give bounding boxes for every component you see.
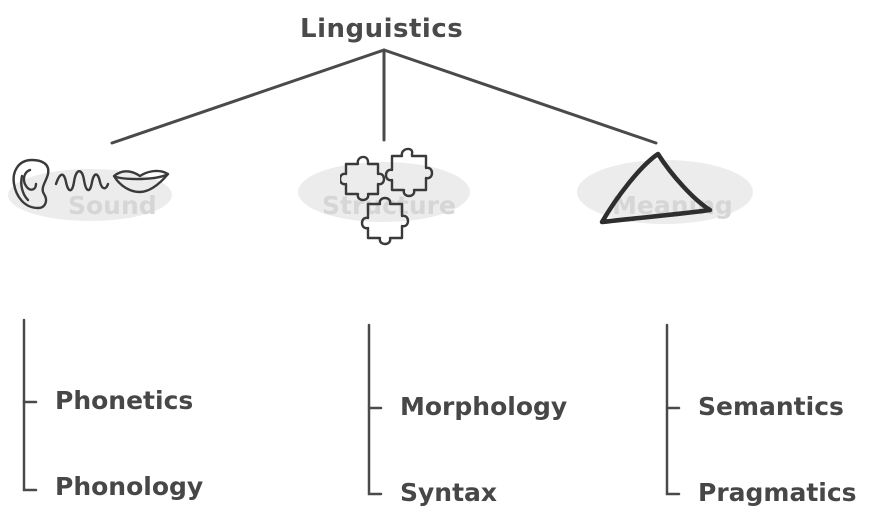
branch-line-sound <box>110 48 386 145</box>
leaf-pragmatics: Pragmatics <box>698 478 857 507</box>
bracket-structure <box>367 323 383 496</box>
diagram-title: Linguistics <box>300 14 464 44</box>
leaf-syntax: Syntax <box>400 478 498 507</box>
sound-blob <box>8 169 172 221</box>
bracket-sound <box>22 318 38 492</box>
leaf-phonology: Phonology <box>55 472 204 501</box>
leaf-morphology: Morphology <box>400 392 568 421</box>
category-label-structure: Structure <box>322 191 456 220</box>
triangle-icon <box>599 151 713 225</box>
leaf-phonetics: Phonetics <box>55 386 194 415</box>
ear-sound-mouth-icon <box>12 158 170 210</box>
category-label-sound: Sound <box>68 191 157 220</box>
bracket-meaning <box>665 323 681 496</box>
branch-line-meaning <box>382 48 658 145</box>
leaf-semantics: Semantics <box>698 392 844 421</box>
puzzle-pieces-icon <box>340 147 434 246</box>
